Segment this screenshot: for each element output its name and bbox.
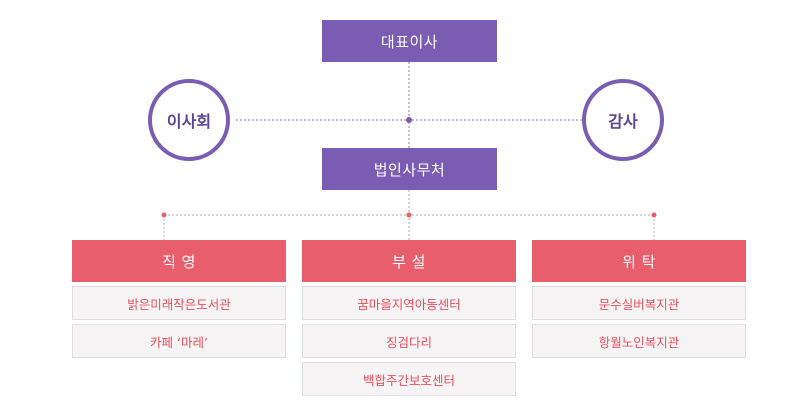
dept-box-direct: 직 영 bbox=[72, 240, 286, 282]
sub-item-label: 징검다리 bbox=[385, 334, 432, 350]
sub-item-label: 항월노인복지관 bbox=[598, 334, 680, 350]
dept-box-consigned: 위 탁 bbox=[532, 240, 746, 282]
dept-label: 위 탁 bbox=[622, 252, 656, 271]
board-label: 이사회 bbox=[166, 112, 212, 131]
sub-item: 카페 ‘마레’ bbox=[72, 324, 286, 358]
dept-label: 부 설 bbox=[392, 252, 426, 271]
sub-item-label: 문수실버복지관 bbox=[598, 296, 680, 312]
sub-item-label: 밝은미래작은도서관 bbox=[127, 296, 231, 312]
junction-dot bbox=[406, 117, 412, 123]
dept-label: 직 영 bbox=[162, 252, 196, 271]
audit-label: 감사 bbox=[608, 112, 638, 131]
sub-item-label: 카페 ‘마레’ bbox=[150, 334, 208, 350]
sub-item: 밝은미래작은도서관 bbox=[72, 286, 286, 320]
sub-item: 꿈마을지역아동센터 bbox=[302, 286, 516, 320]
sub-item: 항월노인복지관 bbox=[532, 324, 746, 358]
office-box: 법인사무처 bbox=[322, 148, 497, 190]
ceo-label: 대표이사 bbox=[380, 32, 439, 51]
dept-box-affiliated: 부 설 bbox=[302, 240, 516, 282]
office-label: 법인사무처 bbox=[373, 160, 446, 179]
junction-dot bbox=[161, 212, 167, 218]
sub-item: 징검다리 bbox=[302, 324, 516, 358]
sub-item-label: 꿈마을지역아동센터 bbox=[357, 296, 461, 312]
ceo-box: 대표이사 bbox=[322, 20, 497, 62]
junction-dot bbox=[406, 212, 412, 218]
junction-dot bbox=[651, 212, 657, 218]
board-circle: 이사회 bbox=[148, 79, 230, 161]
audit-circle: 감사 bbox=[582, 79, 664, 161]
sub-item: 백합주간보호센터 bbox=[302, 362, 516, 396]
sub-item-label: 백합주간보호센터 bbox=[362, 372, 455, 388]
sub-item: 문수실버복지관 bbox=[532, 286, 746, 320]
